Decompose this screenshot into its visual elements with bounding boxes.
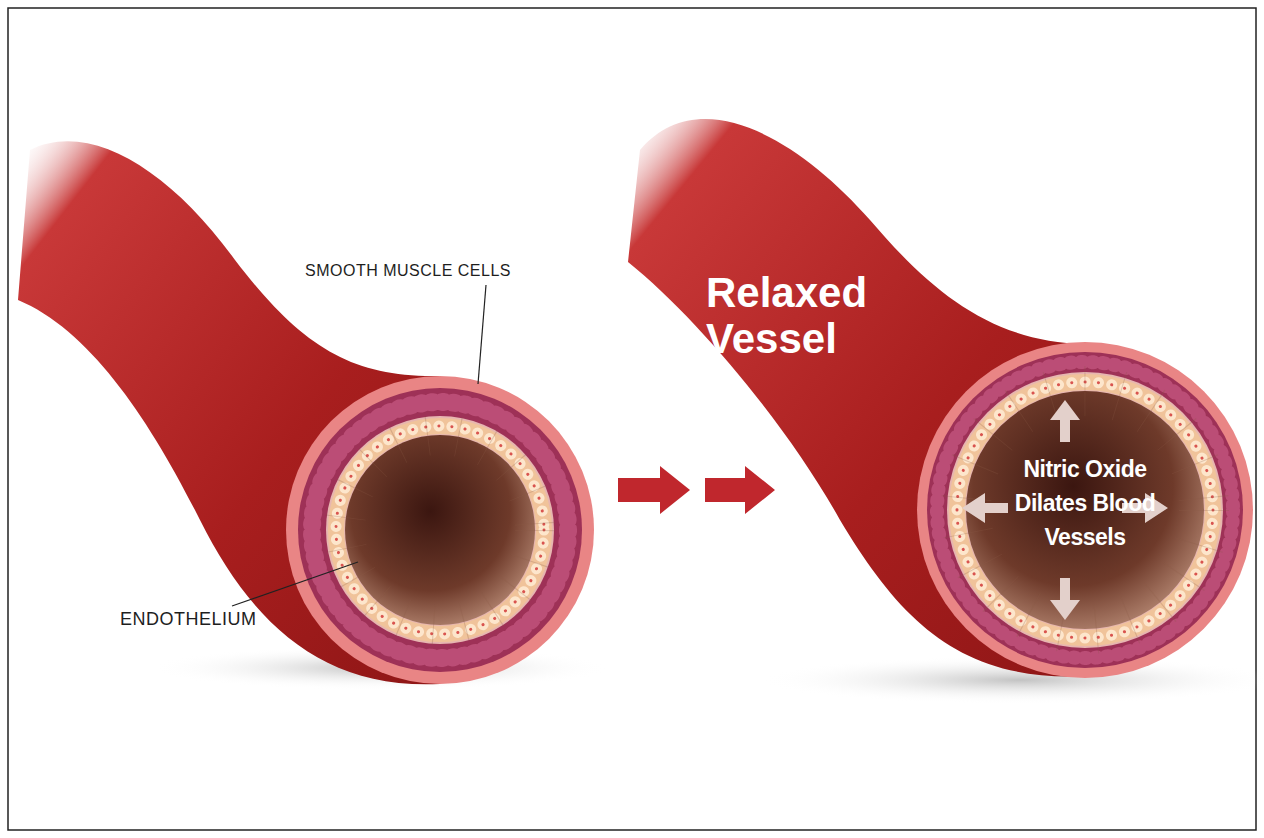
- frame-border: [8, 8, 1256, 830]
- vessel-cross-section: [286, 376, 594, 684]
- transition-arrow: [705, 466, 775, 514]
- part-label: SMOOTH MUSCLE CELLS: [305, 262, 511, 280]
- transition-arrow: [618, 466, 690, 514]
- part-label: ENDOTHELIUM: [120, 609, 257, 630]
- effect-note: Nitric Oxide Dilates Blood Vessels: [985, 452, 1185, 554]
- leader-line: [478, 285, 486, 384]
- state-heading: Relaxed Vessel: [706, 270, 906, 362]
- leader-line: [232, 562, 358, 606]
- vessel-cross-section: [917, 342, 1253, 678]
